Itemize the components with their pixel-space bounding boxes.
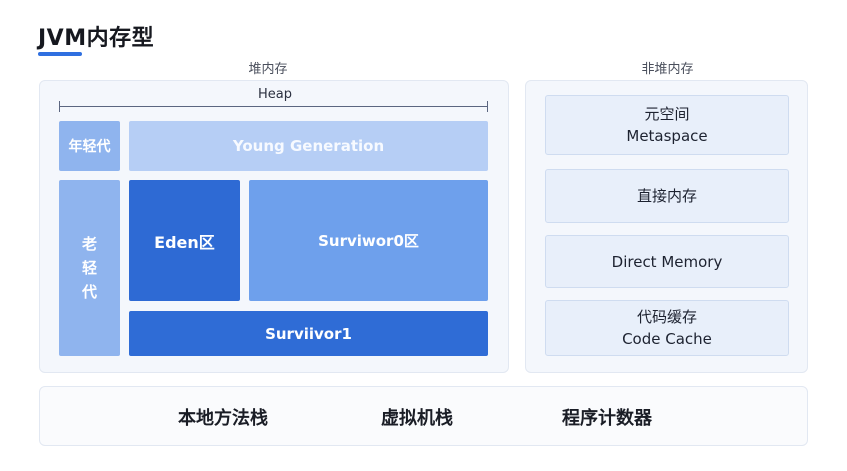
metaspace-box: 元空间 Metaspace [545,95,789,155]
heap-span-label: Heap [240,87,310,102]
code-cache-label-en: Code Cache [622,330,712,348]
direct-memory-cn-box: 直接内存 [545,169,789,223]
code-cache-label-cn: 代码缓存 [636,308,697,326]
code-cache-box: 代码缓存 Code Cache [545,300,789,356]
young-generation-block: Young Generation [129,121,488,171]
title-underline [38,52,82,56]
survivor1-block: Surviivor1 [129,311,488,356]
survivor0-block: Surviwor0区 [249,180,488,301]
metaspace-label-en: Metaspace [626,127,708,145]
program-counter-label: 程序计数器 [562,408,652,429]
heap-section-label: 堆内存 [248,62,288,77]
heap-span-tick-left [59,101,60,112]
non-heap-section-label: 非堆内存 [641,62,694,77]
direct-memory-label-cn: 直接内存 [636,187,697,205]
direct-memory-label-en: Direct Memory [611,252,723,271]
old-side-char: 老 [81,235,97,253]
old-side-char: 代 [81,283,97,301]
direct-memory-en-box: Direct Memory [545,235,789,288]
old-side-label: 老 轻 代 [59,180,120,356]
thread-private-panel [39,386,808,446]
eden-block: Eden区 [129,180,240,301]
heap-span-tick-right [487,101,488,112]
native-method-stack-label: 本地方法栈 [178,408,268,429]
old-side-char: 轻 [81,259,97,277]
page-title: JVM内存型 [38,26,155,51]
young-side-label: 年轻代 [59,121,120,171]
vm-stack-label: 虚拟机栈 [381,408,453,429]
heap-span-line [59,106,488,107]
metaspace-label-cn: 元空间 [644,105,690,123]
